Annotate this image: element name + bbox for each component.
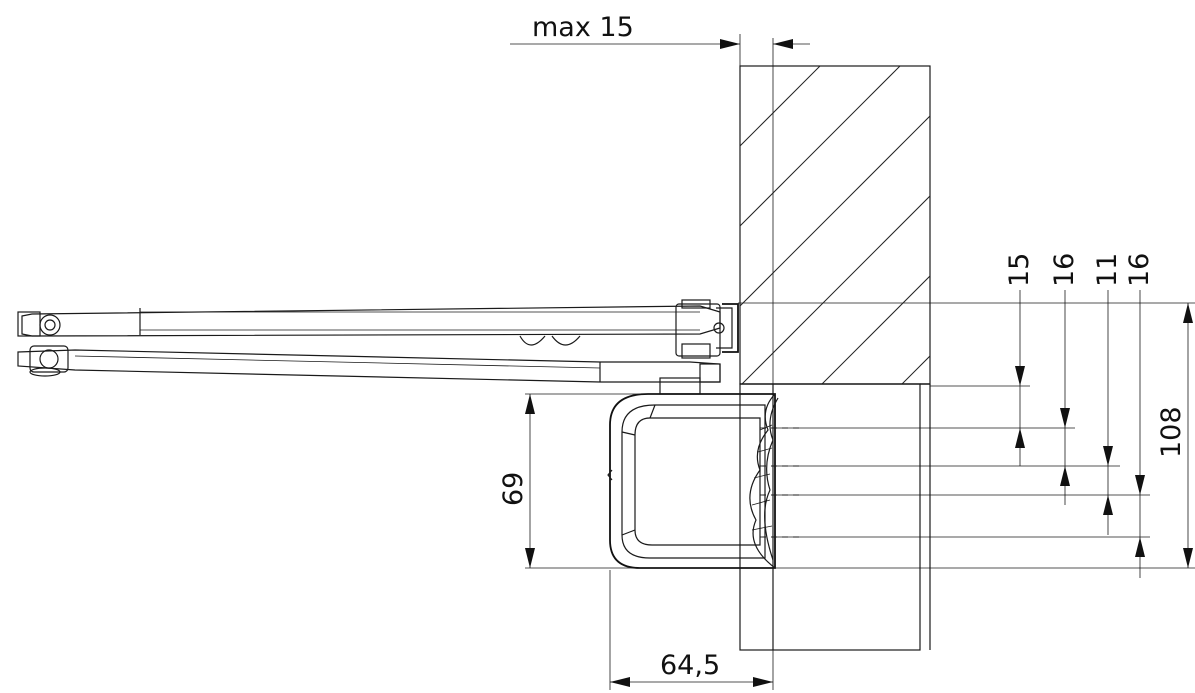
dim-height-body-label: 69 [498,472,529,506]
dim-offset-1: 15 [1004,253,1035,466]
arm-assembly [17,299,739,395]
dim-offset-2-label: 16 [1049,253,1080,287]
door-leaf [739,383,931,651]
dim-height-body: 69 [498,394,535,568]
dim-offset-4: 16 [1124,253,1155,578]
dim-height-total: 108 [1156,303,1193,568]
dim-offset-4-label: 16 [1124,253,1155,287]
dim-width-body-label: 64,5 [660,650,720,681]
dim-wall-gap: max 15 [510,12,810,66]
dim-height-total-label: 108 [1156,406,1187,458]
dim-offset-3-label: 11 [1092,253,1123,287]
dim-offset-3: 11 [1092,253,1123,535]
dim-wall-gap-label: max 15 [532,12,634,43]
reference-lines [525,302,1195,569]
closer-body [607,393,779,569]
dim-offset-2: 16 [1049,253,1080,505]
dim-offset-1-label: 15 [1004,253,1035,287]
wall-hatching [740,66,930,384]
dim-width-body: 64,5 [609,570,774,690]
wall [739,38,931,385]
